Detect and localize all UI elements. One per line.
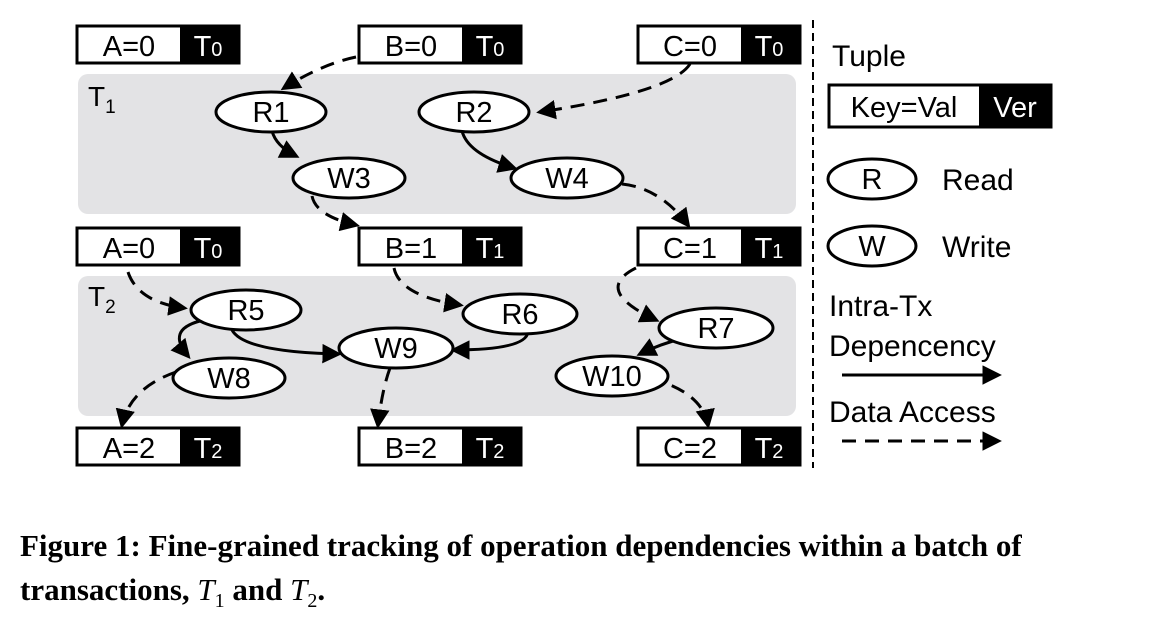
svg-text:W8: W8 (207, 363, 251, 395)
svg-text:W9: W9 (374, 333, 418, 365)
legend-read-symbol: R (826, 157, 918, 201)
tuple-c1-t1: C=1 T1 (636, 226, 802, 267)
legend-tuple-example: Key=Val Ver (827, 83, 1053, 129)
operation-w8: W8 (171, 356, 287, 400)
legend-read-label: Read (942, 164, 1014, 197)
svg-text:A=0: A=0 (103, 233, 155, 265)
transaction-t1-label: T1 (88, 81, 116, 118)
access-edge-a0-r5 (126, 271, 188, 316)
svg-text:T2: T2 (755, 433, 784, 465)
svg-text:A=2: A=2 (103, 433, 155, 465)
tuple-b0-t0: B=0 T0 (357, 24, 523, 65)
operation-r5: R5 (189, 288, 303, 332)
operation-r1: R1 (214, 90, 328, 134)
svg-text:T0: T0 (476, 31, 505, 63)
operation-w4: W4 (509, 156, 625, 200)
svg-text:C=1: C=1 (663, 233, 717, 265)
svg-text:B=2: B=2 (385, 433, 437, 465)
legend-data-access-label: Data Access (829, 396, 996, 429)
transaction-t1-region (78, 74, 796, 214)
operation-w10: W10 (554, 354, 670, 398)
svg-text:R7: R7 (697, 313, 734, 345)
svg-text:Key=Val: Key=Val (851, 92, 958, 124)
intra-edge-r5-w8 (170, 319, 201, 359)
svg-text:R2: R2 (455, 97, 492, 129)
operation-w9: W9 (337, 326, 455, 370)
svg-text:T0: T0 (194, 233, 223, 265)
svg-text:B=1: B=1 (385, 233, 437, 265)
legend-write-symbol: W (826, 224, 918, 268)
operation-r2: R2 (417, 90, 531, 134)
tuple-c2-t2: C=2 T2 (636, 426, 802, 467)
tuple-b2-t2: B=2 T2 (357, 426, 523, 467)
svg-text:W4: W4 (545, 163, 589, 195)
dependency-diagram: T1 T2 A=0 T0 B=0 T0 C=0 T0 A=0 T0 B=1 T1… (75, 20, 1053, 468)
access-edge-c0-r2 (536, 63, 692, 120)
access-edge-c1-r7 (616, 266, 660, 323)
svg-text:R: R (862, 164, 883, 196)
access-edge-w8-a2 (115, 370, 177, 429)
access-edge-w3-b1 (310, 195, 360, 232)
operation-w3: W3 (291, 156, 407, 200)
svg-text:R5: R5 (227, 295, 264, 327)
svg-text:B=0: B=0 (385, 31, 437, 63)
operation-r6: R6 (461, 292, 579, 336)
access-edge-b1-r6 (392, 267, 464, 313)
legend-write-label: Write (942, 231, 1011, 264)
svg-text:Ver: Ver (993, 92, 1037, 124)
access-edge-w9-b2 (370, 367, 392, 429)
intra-edge-r6-w9 (450, 331, 530, 360)
svg-text:C=2: C=2 (663, 433, 717, 465)
tuple-b1-t1: B=1 T1 (357, 226, 523, 267)
figure-caption: Figure 1: Fine-grained tracking of opera… (20, 528, 1022, 613)
svg-text:W: W (858, 231, 886, 263)
svg-text:W3: W3 (327, 163, 371, 195)
svg-text:T1: T1 (755, 233, 784, 265)
svg-text:R1: R1 (252, 97, 289, 129)
svg-text:T2: T2 (194, 433, 223, 465)
operation-r7: R7 (657, 306, 775, 350)
tuple-c0-t0: C=0 T0 (636, 24, 802, 65)
svg-text:A=0: A=0 (103, 31, 155, 63)
tuple-a0-t0-middle: A=0 T0 (75, 226, 241, 267)
intra-edge-r2-w4 (460, 130, 518, 173)
access-edge-b0-r1 (280, 55, 357, 91)
transaction-t2-label: T2 (88, 281, 116, 318)
svg-text:W10: W10 (582, 361, 642, 393)
tuple-a2-t2: A=2 T2 (75, 426, 241, 467)
tuple-a0-t0-top: A=0 T0 (75, 24, 241, 65)
svg-text:C=0: C=0 (663, 31, 717, 63)
svg-text:T2: T2 (476, 433, 505, 465)
legend-intra-label-line2: Depencency (829, 330, 996, 363)
legend-tuple-title: Tuple (832, 40, 906, 73)
svg-text:T1: T1 (476, 233, 505, 265)
svg-text:T0: T0 (194, 31, 223, 63)
svg-text:R6: R6 (501, 299, 538, 331)
intra-edge-r5-w9 (230, 329, 342, 364)
legend-intra-label-line1: Intra-Tx (829, 290, 932, 323)
svg-text:T0: T0 (755, 31, 784, 63)
access-edge-w4-c1 (621, 182, 691, 229)
